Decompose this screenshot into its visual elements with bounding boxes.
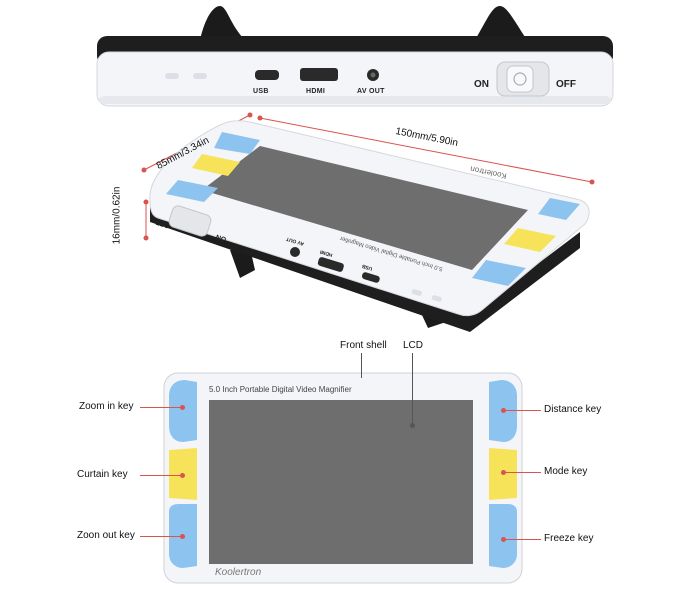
curtain-leader-line — [140, 475, 182, 476]
freeze-leader-dot — [501, 537, 506, 542]
callout-front-shell: Front shell — [340, 340, 387, 351]
distance-leader-line — [503, 410, 541, 411]
device-top-view-shape — [96, 6, 614, 107]
distance-leader-dot — [501, 408, 506, 413]
zoom-in-leader-line — [140, 407, 182, 408]
freeze-leader-line — [503, 539, 541, 540]
av-out-port-label: AV OUT — [357, 88, 385, 95]
top-switch-off-label: OFF — [556, 79, 576, 90]
callout-zoom-out: Zoon out key — [77, 530, 135, 541]
lcd-leader-dot — [410, 423, 415, 428]
device-angled-view-shape — [141, 112, 595, 332]
callout-freeze: Freeze key — [544, 533, 594, 544]
curtain-leader-dot — [180, 473, 185, 478]
front-brand-logo: Koolertron — [215, 567, 262, 578]
hdmi-port-label: HDMI — [306, 88, 326, 95]
device-front-view: 5.0 Inch Portable Digital Video Magnifie… — [163, 372, 523, 584]
zoom-in-leader-dot — [180, 405, 185, 410]
lcd-leader-line — [412, 353, 413, 425]
device-front-view-shape — [163, 372, 523, 584]
zoom-out-leader-line — [140, 536, 182, 537]
callout-zoom-in: Zoom in key — [79, 401, 134, 412]
device-angled-view: 150mm/5.90in 85mm/3.34in 16mm/0.62in Koo… — [110, 110, 610, 335]
callout-lcd: LCD — [403, 340, 424, 351]
callout-distance: Distance key — [544, 404, 602, 415]
front-shell-leader-line — [361, 353, 362, 378]
height-dimension-label: 16mm/0.62in — [111, 186, 123, 245]
zoom-out-leader-dot — [180, 534, 185, 539]
callout-mode: Mode key — [544, 466, 588, 477]
front-model-text: 5.0 Inch Portable Digital Video Magnifie… — [209, 385, 352, 394]
mode-leader-line — [503, 472, 541, 473]
callout-curtain: Curtain key — [77, 469, 128, 480]
mode-leader-dot — [501, 470, 506, 475]
device-top-view: USB HDMI AV OUT ON OFF — [95, 0, 615, 110]
usb-port-label: USB — [253, 88, 269, 95]
top-switch-on-label: ON — [474, 79, 489, 90]
